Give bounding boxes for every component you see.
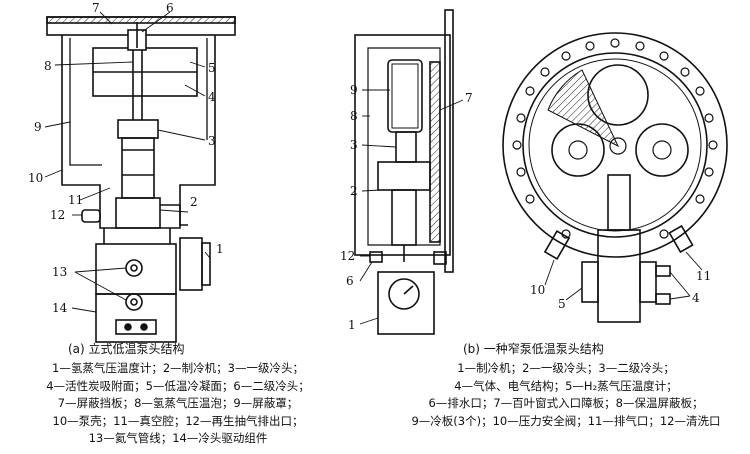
legend-a-line: 13—氦气管线；14—冷头驱动组件	[88, 431, 268, 446]
legend-a-line: 4—活性炭吸附面；5—低温冷凝面；6—二级冷头；	[46, 378, 310, 393]
refrigerator	[121, 137, 155, 199]
cold-plate	[387, 59, 423, 133]
diagram-b-front-view	[502, 32, 728, 323]
regeneration-port	[81, 209, 101, 223]
callout-b-10: 10	[530, 283, 545, 297]
hydrogen-thermometer	[179, 237, 203, 291]
callout-b-12: 12	[340, 249, 355, 263]
callout-b-9: 9	[350, 83, 358, 97]
callout-b-11: 11	[696, 269, 711, 283]
callout-a-6: 6	[166, 1, 174, 15]
callout-a-10: 10	[28, 171, 43, 185]
caption-a: (a) 立式低温泵头结构	[68, 342, 185, 356]
callout-b-2: 2	[350, 184, 358, 198]
callout-b-8: 8	[350, 109, 358, 123]
callout-a-4: 4	[208, 90, 216, 104]
caption-b: (b) 一种窄泵低温泵头结构	[463, 342, 604, 356]
callout-a-5: 5	[208, 61, 216, 75]
flange-inner	[522, 52, 708, 238]
pump-body	[354, 34, 451, 256]
diagram-b-side-view	[354, 9, 464, 335]
callout-b-5: 5	[558, 297, 566, 311]
insulation-shield	[367, 47, 441, 246]
callout-a-9: 9	[34, 120, 42, 134]
relief-valve	[543, 230, 571, 260]
callout-b-6: 6	[346, 274, 354, 288]
legend-a: 1—氢蒸气压温度计；2—制冷机；3—一级冷头； 4—活性炭吸附面；5—低温冷凝面…	[8, 360, 348, 448]
callout-a-3: 3	[208, 134, 216, 148]
callout-a-8: 8	[44, 59, 52, 73]
legend-b-line: 1—制冷机；2—一级冷头；3—二级冷头；	[457, 361, 675, 375]
callout-a-7: 7	[92, 1, 100, 15]
legend-a-line: 7—屏蔽挡板；8—氢蒸气压温泡；9—屏蔽罩；	[57, 396, 299, 411]
legend-a-line: 1—氢蒸气压温度计；2—制冷机；3—一级冷头；	[52, 361, 304, 375]
callout-a-14: 14	[52, 301, 68, 315]
callout-b-4: 4	[692, 291, 700, 305]
first-stage-cold-head	[117, 119, 159, 139]
legend-a-line: 10—泵壳；11—真空腔；12—再生抽气排出口；	[52, 413, 304, 428]
pressure-gauge	[388, 278, 420, 310]
legend-b-line: 9—冷板(3个)；10—压力安全阀；11—排气口；12—清洗口	[411, 413, 721, 428]
flange-outer	[502, 32, 728, 258]
callout-a-11: 11	[68, 193, 83, 207]
refrigerator-b	[377, 271, 435, 335]
callout-b-7: 7	[465, 91, 473, 105]
callout-b-1: 1	[348, 318, 356, 332]
diagram-b-callouts: 9 8 3 2 7 12 6 1 10 5 11 4	[340, 83, 711, 332]
callout-a-1: 1	[216, 242, 224, 256]
bolt-holes	[512, 38, 718, 239]
legend-b-line: 6—排水口；7—百叶窗式入口障板；8—保温屏蔽板；	[428, 396, 704, 411]
shield-cover	[69, 38, 102, 166]
exhaust-port	[668, 224, 694, 254]
cleaning-port	[433, 251, 447, 265]
louver-baffle	[429, 61, 441, 243]
legend-b: 1—制冷机；2—一级冷头；3—二级冷头； 4—气体、电气结构；5—H₂蒸气压温度…	[386, 360, 746, 430]
callout-a-12: 12	[50, 208, 65, 222]
callout-a-2: 2	[190, 195, 198, 209]
louver-fan	[547, 69, 620, 148]
cold-plate-right	[635, 123, 689, 177]
callout-b-3: 3	[350, 138, 358, 152]
callout-a-13: 13	[52, 265, 67, 279]
legend-b-line: 4—气体、电气结构；5—H₂蒸气压温度计；	[454, 378, 678, 393]
diagram-a-callouts: 7 6 8 5 4 3 9 10 11 2 12 1 13 14	[28, 1, 224, 315]
diagram-a	[44, 11, 236, 343]
